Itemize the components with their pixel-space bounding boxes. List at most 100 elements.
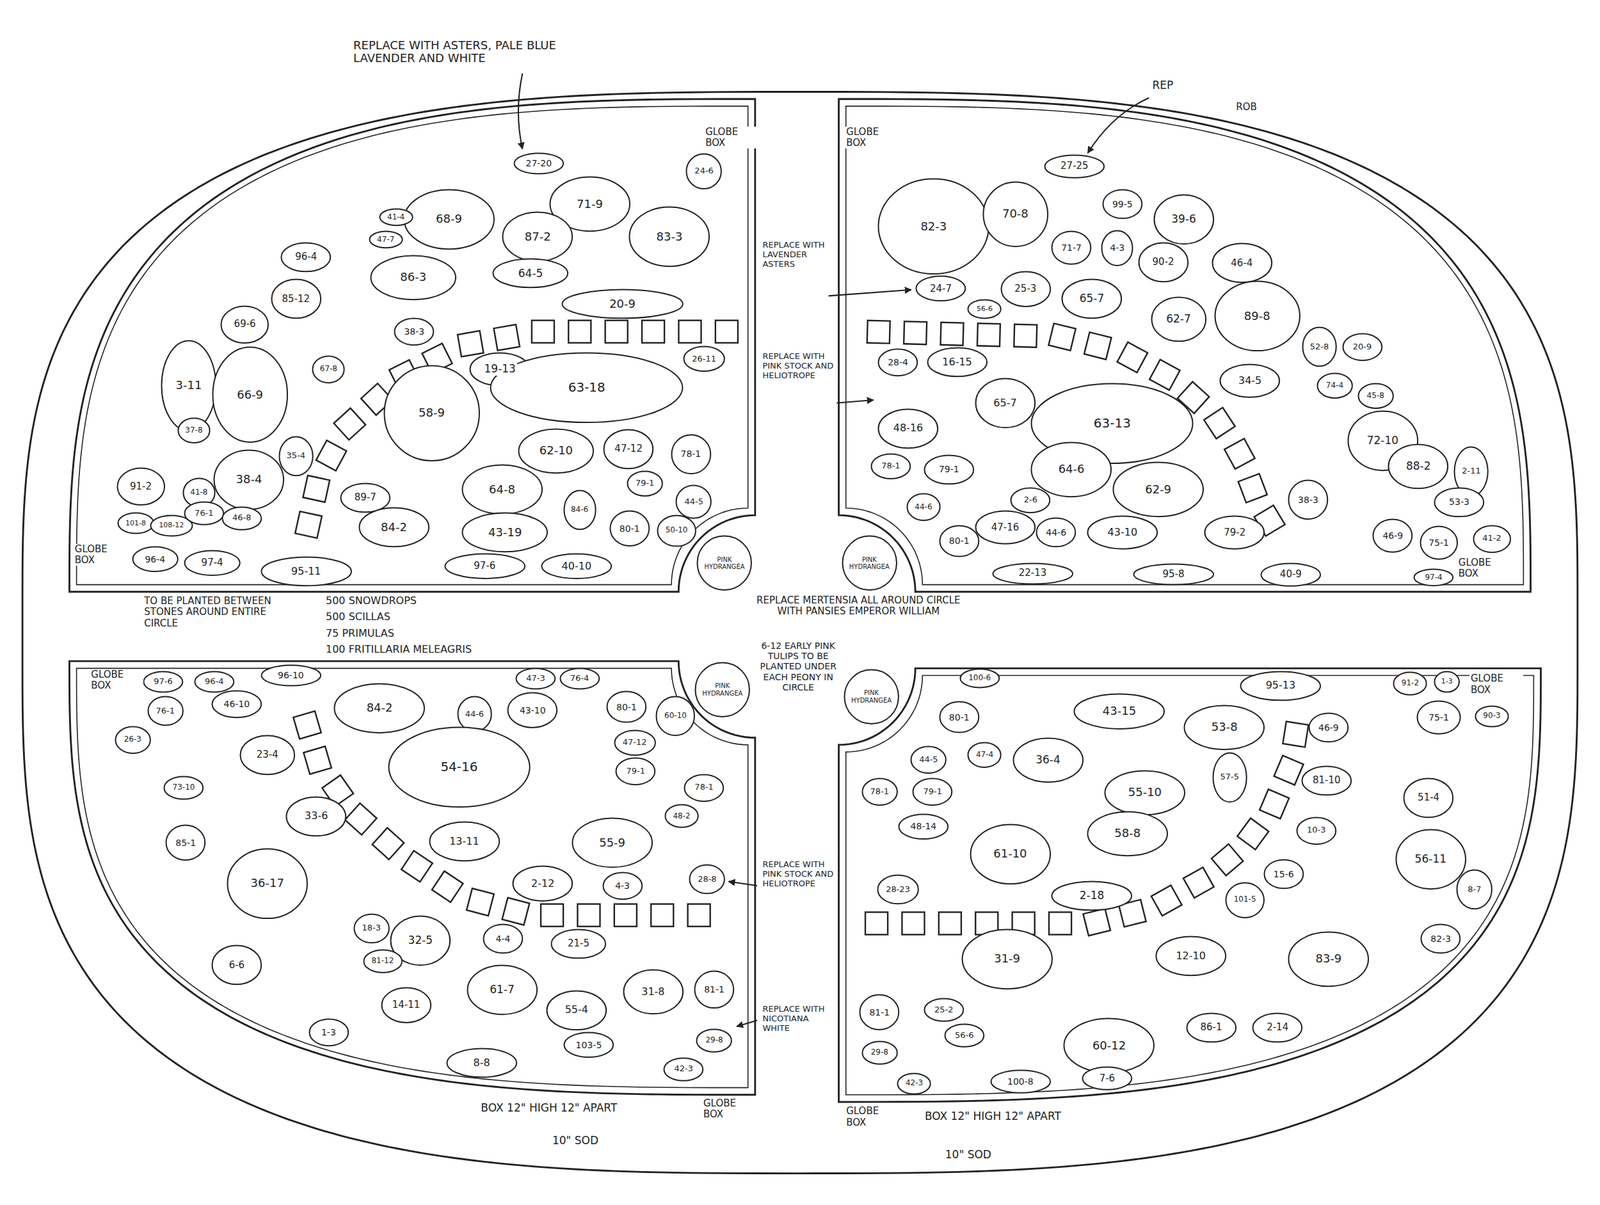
bed-shape [1388,444,1449,489]
planting-bed: 46-8 [221,506,263,531]
bed-number: 79-1 [922,787,944,797]
bed-number: 4-4 [494,933,512,944]
planting-bed: 96-4 [280,241,332,273]
bed-number: 71-7 [1059,242,1083,253]
bed-number: 6-6 [227,960,247,971]
bed-shape [1296,817,1336,845]
planting-note: REPLACE MERTENSIA ALL AROUND CIRCLE WITH… [755,595,962,618]
bed-number: 2-6 [1022,495,1039,505]
bed-number: 108-12 [157,521,185,530]
bed-number: 43-10 [1106,526,1140,539]
bed-shape [1302,327,1336,367]
planting-bed: 71-7 [1050,230,1092,265]
bed-number: 2-18 [1078,889,1106,903]
planting-bed: 47-12 [613,729,656,756]
planting-bed: 62-10 [517,428,595,475]
bed-number: 27-20 [524,158,553,169]
planting-bed: 55-9 [571,817,654,869]
bed-number: 55-9 [597,836,627,850]
bed-number: 27-25 [1059,160,1090,172]
bed-number: 20-9 [1351,342,1374,352]
globe-box-label: GLOBE BOX [1469,673,1524,696]
planting-bed: 103-5 [563,1031,615,1058]
planting-bed: 8-8 [446,1047,518,1079]
bed-number: 69-6 [232,318,258,330]
bed-shape [1473,525,1511,553]
planting-bed: 28-23 [876,874,920,905]
planting-bed: 43-19 [461,512,549,553]
bed-shape [462,465,543,515]
bed-shape [1358,383,1393,408]
stepping-stone [678,320,701,344]
bed-shape [564,1032,614,1057]
bed-shape [446,1048,517,1078]
bed-shape [379,209,413,226]
stepping-stone [303,746,331,774]
bed-shape [312,355,345,383]
bed-number: 2-11 [1460,466,1483,477]
stepping-stone [295,511,322,539]
bed-number: 25-2 [933,1005,955,1016]
bed-shape [657,515,696,546]
bed-number: 55-10 [1127,785,1163,800]
planting-bed: 80-1 [609,510,651,547]
bed-number: 45-8 [1365,391,1386,401]
bed-shape [1420,526,1458,560]
planting-bed: 78-1 [670,433,712,475]
bed-shape [1225,882,1264,918]
bed-shape [906,494,940,521]
planting-bed: 64-6 [1030,441,1113,498]
bed-shape [1434,671,1460,692]
planting-bed: 27-25 [1043,154,1106,179]
stepping-stone [605,320,628,344]
bed-number: 34-5 [1237,375,1263,387]
planting-bed: 101-5 [1224,881,1265,919]
bed-shape [214,449,285,510]
bed-number: 2-12 [529,878,556,890]
planting-bed: 79-2 [1203,515,1266,550]
planting-bed: 86-1 [1185,1012,1238,1044]
bed-number: 44-6 [464,709,486,720]
planting-bed: 4-3 [602,871,644,901]
bed-number: 65-7 [1078,292,1106,306]
stepping-stone [1274,755,1304,786]
bed-number: 90-2 [1151,256,1176,268]
planting-bed: 47-7 [368,230,404,249]
planting-bed: 4-3 [1100,229,1134,267]
bed-number: 76-1 [193,508,216,519]
bed-number: 80-1 [618,523,642,534]
bed-shape [897,1073,931,1094]
bed-shape [1000,271,1051,306]
planting-bed: 18-3 [353,913,390,944]
bed-number: 61-10 [992,847,1028,861]
planting-bed: 78-1 [683,773,725,803]
bed-shape [359,508,429,548]
bed-number: 71-9 [575,197,605,212]
planting-bed: 97-6 [142,670,184,694]
planting-bed: 26-3 [114,725,152,755]
bed-shape [1186,1013,1236,1042]
bed-shape [939,702,979,733]
bed-number: 96-4 [293,251,319,263]
bed-number: 85-1 [174,837,198,848]
leader-line [518,73,523,150]
planting-bed: 50-10 [656,514,697,548]
globe-box-label: GLOBE BOX [73,544,128,567]
bed-shape [916,276,966,301]
leader-line [828,289,912,297]
quadrant-outline [69,99,755,592]
globe-box-label: GLOBE BOX [844,126,901,150]
bed-shape [212,690,262,718]
bed-shape [147,696,183,726]
bed-number: 23-4 [255,749,280,761]
bed-number: 62-10 [538,444,575,458]
bed-shape [1102,230,1133,265]
planting-bed: 25-2 [923,997,965,1023]
bed-number: 79-1 [937,464,961,475]
bed-shape [944,1024,984,1048]
bed-number: 41-8 [188,488,209,498]
stepping-stone [502,897,530,926]
bed-number: 25-3 [1013,283,1038,295]
quadrant-outline [839,99,1531,592]
bed-number: 99-5 [1111,199,1135,210]
